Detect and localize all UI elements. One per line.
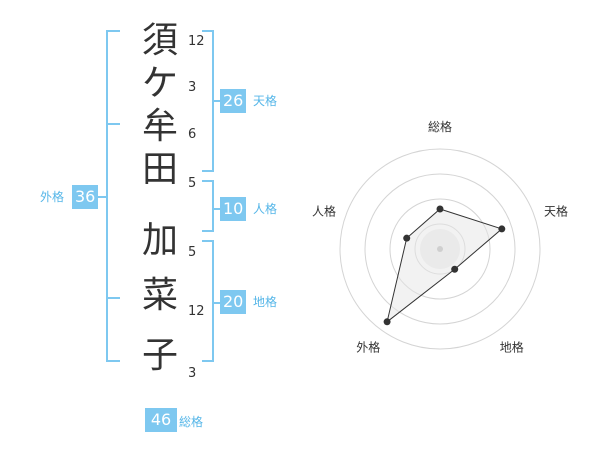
radar-data-point	[451, 265, 459, 273]
radar-axis-label: 地格	[500, 340, 524, 355]
stroke-count-4: 5	[188, 176, 197, 191]
jinkaku-bracket	[202, 180, 214, 232]
gaikaku-label: 外格	[40, 190, 65, 204]
soukaku-label: 総格	[179, 415, 204, 429]
stroke-count-1: 12	[188, 34, 205, 49]
stroke-count-2: 3	[188, 80, 197, 95]
jinkaku-value: 10	[220, 197, 246, 221]
chikaku-bracket	[202, 240, 214, 362]
radar-axis-label: 総格	[428, 119, 452, 134]
radar-ring	[339, 148, 541, 350]
name-char-1: 須	[141, 20, 178, 61]
radar-data-point	[383, 318, 391, 326]
stroke-count-3: 6	[188, 127, 197, 142]
gaikaku-value: 36	[72, 185, 98, 209]
name-char-6: 菜	[141, 275, 178, 316]
radar-ring	[364, 173, 516, 325]
radar-series-polygon	[386, 208, 503, 324]
bracket-tick	[106, 123, 120, 125]
soukaku-value: 46	[145, 408, 177, 432]
name-char-7: 子	[141, 335, 178, 376]
name-char-5: 加	[141, 220, 178, 261]
chikaku-label: 地格	[253, 295, 278, 309]
chikaku-value: 20	[220, 290, 246, 314]
name-char-3: 牟	[141, 106, 178, 147]
stroke-count-5: 5	[188, 245, 197, 260]
name-char-4: 田	[141, 149, 178, 190]
radar-center-dot	[437, 246, 443, 252]
radar-ring	[389, 198, 491, 300]
radar-axis-label: 人格	[312, 203, 336, 218]
radar-data-point	[436, 205, 444, 213]
name-char-2: ケ	[141, 63, 178, 104]
bracket-connector	[212, 302, 220, 304]
tenkaku-value: 26	[220, 89, 246, 113]
stroke-count-7: 3	[188, 366, 197, 381]
bracket-tick	[106, 297, 120, 299]
radar-axis-label: 天格	[544, 203, 568, 218]
bracket-connector	[212, 208, 220, 210]
radar-data-point	[403, 234, 411, 242]
bracket-connector	[98, 196, 108, 198]
radar-data-point	[498, 225, 506, 233]
tenkaku-label: 天格	[253, 94, 278, 108]
stroke-count-6: 12	[188, 304, 205, 319]
radar-axis-label: 外格	[356, 340, 380, 355]
bracket-connector	[212, 100, 220, 102]
jinkaku-label: 人格	[253, 202, 278, 216]
